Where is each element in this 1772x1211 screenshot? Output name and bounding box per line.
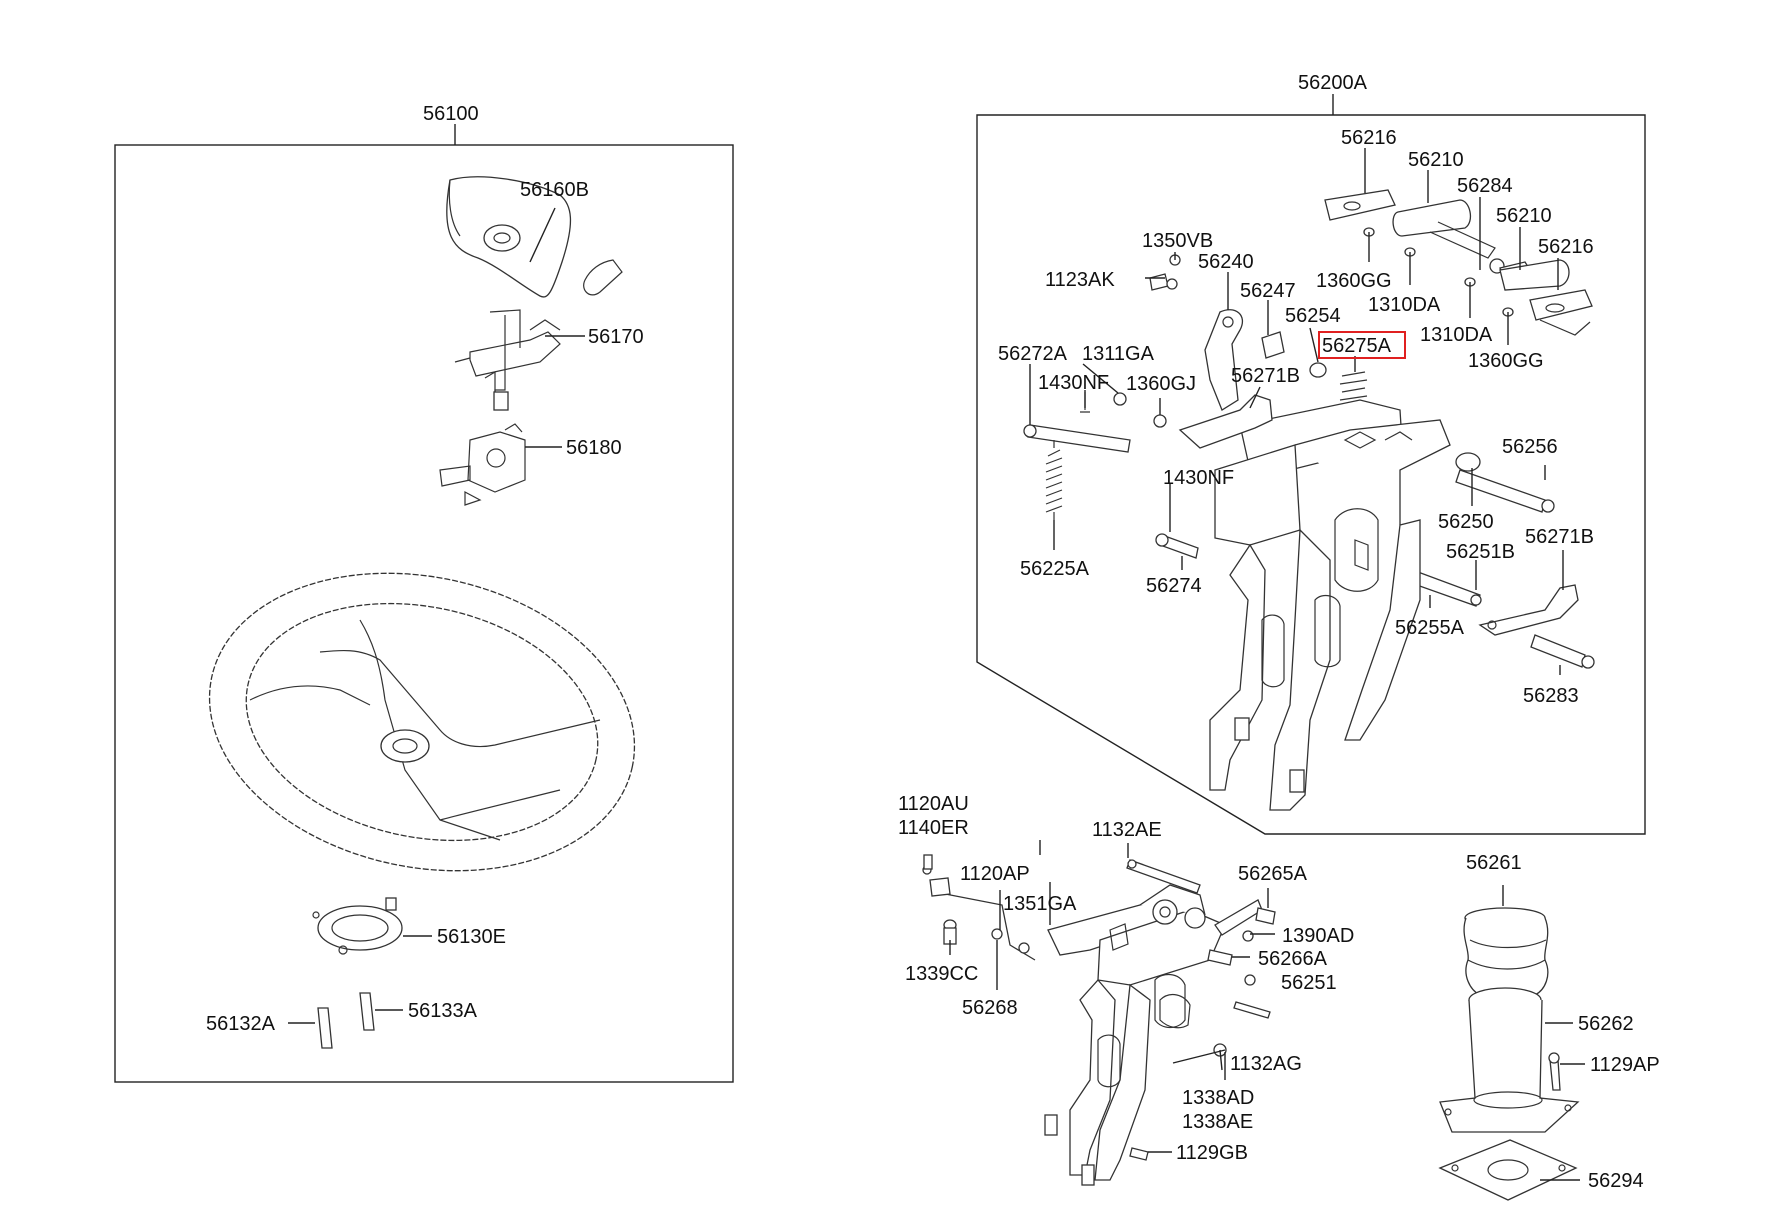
label-56247[interactable]: 56247 bbox=[1240, 280, 1296, 302]
small-fasteners-parts[interactable] bbox=[1080, 254, 1327, 428]
label-1120AP[interactable]: 1120AP bbox=[960, 863, 1030, 885]
pedal-bracket-part[interactable] bbox=[1209, 399, 1451, 811]
label-1351GA[interactable]: 1351GA bbox=[1003, 893, 1077, 915]
tilt-lever-part[interactable] bbox=[1204, 309, 1244, 411]
label-56255A[interactable]: 56255A bbox=[1395, 617, 1465, 639]
label-1120AU[interactable]: 1120AU bbox=[898, 793, 969, 815]
label-56262[interactable]: 56262 bbox=[1578, 1013, 1634, 1035]
leader-lines bbox=[949, 148, 1564, 1153]
label-56240[interactable]: 56240 bbox=[1198, 251, 1254, 273]
label-56265A[interactable]: 56265A bbox=[1238, 863, 1308, 885]
label-1390AD[interactable]: 1390AD bbox=[1282, 925, 1354, 947]
lower-fasteners-parts[interactable] bbox=[922, 854, 1276, 1161]
label-56261[interactable]: 56261 bbox=[1466, 852, 1522, 874]
return-spring-56225A-part[interactable] bbox=[1045, 440, 1063, 520]
label-1360GG-right[interactable]: 1360GG bbox=[1468, 350, 1544, 372]
clip-56132A-part[interactable] bbox=[317, 1007, 333, 1049]
label-56210-right[interactable]: 56210 bbox=[1496, 205, 1552, 227]
label-56225A[interactable]: 56225A bbox=[1020, 558, 1090, 580]
label-1129GB[interactable]: 1129GB bbox=[1176, 1142, 1248, 1164]
label-56210-top[interactable]: 56210 bbox=[1408, 149, 1464, 171]
label-56100[interactable]: 56100 bbox=[423, 103, 479, 125]
label-56274[interactable]: 56274 bbox=[1146, 575, 1202, 597]
label-1311GA[interactable]: 1311GA bbox=[1082, 343, 1155, 365]
label-56268[interactable]: 56268 bbox=[962, 997, 1018, 1019]
label-1132AG[interactable]: 1132AG bbox=[1230, 1053, 1302, 1075]
pedal-bracket-assembly-group bbox=[976, 94, 1646, 835]
label-56254[interactable]: 56254 bbox=[1285, 305, 1341, 327]
label-56256[interactable]: 56256 bbox=[1502, 436, 1558, 458]
pivot-pins-parts[interactable] bbox=[1023, 424, 1595, 669]
label-1430NF-top[interactable]: 1430NF bbox=[1038, 372, 1109, 394]
label-56284[interactable]: 56284 bbox=[1457, 175, 1513, 197]
label-56160B[interactable]: 56160B bbox=[520, 179, 589, 201]
label-1339CC[interactable]: 1339CC bbox=[905, 963, 978, 985]
clip-56133A-part[interactable] bbox=[359, 992, 375, 1031]
bracket-56271B-part[interactable] bbox=[1478, 584, 1579, 636]
label-1310DA-right[interactable]: 1310DA bbox=[1420, 324, 1493, 346]
label-1140ER[interactable]: 1140ER bbox=[898, 817, 969, 839]
bolt-1129AP-part[interactable] bbox=[1548, 1052, 1561, 1091]
horn-bracket-part[interactable] bbox=[454, 309, 561, 411]
horn-contact-plate-part[interactable] bbox=[439, 423, 526, 506]
label-1430NF-mid[interactable]: 1430NF bbox=[1163, 467, 1234, 489]
label-1123AK[interactable]: 1123AK bbox=[1045, 269, 1115, 291]
label-1132AE[interactable]: 1132AE bbox=[1092, 819, 1162, 841]
label-56180[interactable]: 56180 bbox=[566, 437, 622, 459]
label-56272A[interactable]: 56272A bbox=[998, 343, 1068, 365]
tilt-link-parts[interactable] bbox=[1324, 189, 1593, 336]
label-56294[interactable]: 56294 bbox=[1588, 1170, 1644, 1192]
pedal-bracket-assembly-frame bbox=[976, 114, 1646, 835]
clock-spring-part[interactable] bbox=[312, 897, 403, 955]
tilt-spring-56275A-part[interactable] bbox=[1339, 371, 1368, 409]
label-56216-top[interactable]: 56216 bbox=[1341, 127, 1397, 149]
label-56130E[interactable]: 56130E bbox=[437, 926, 506, 948]
label-56251B[interactable]: 56251B bbox=[1446, 541, 1515, 563]
steering-wheel-assembly-frame bbox=[114, 144, 734, 1083]
label-56132A[interactable]: 56132A bbox=[206, 1013, 276, 1035]
label-56271B-left[interactable]: 56271B bbox=[1231, 365, 1300, 387]
label-1350VB[interactable]: 1350VB bbox=[1142, 230, 1213, 252]
label-56266A[interactable]: 56266A bbox=[1258, 948, 1328, 970]
steering-wheel-assembly-group bbox=[114, 124, 734, 1083]
lower-column-assembly-group[interactable] bbox=[1044, 884, 1263, 1186]
bracket-56271B-left-part[interactable] bbox=[1178, 394, 1273, 449]
label-1129AP[interactable]: 1129AP bbox=[1590, 1054, 1660, 1076]
horn-pad-part[interactable] bbox=[446, 176, 623, 298]
steering-wheel-part[interactable] bbox=[182, 535, 663, 908]
column-boot-part[interactable] bbox=[1463, 907, 1549, 1002]
label-1338AD[interactable]: 1338AD bbox=[1182, 1087, 1254, 1109]
label-56170[interactable]: 56170 bbox=[588, 326, 644, 348]
column-cover-part[interactable] bbox=[1439, 987, 1580, 1133]
label-56275A[interactable]: 56275A bbox=[1322, 335, 1392, 357]
part-labels: 56100 56160B 56170 56180 56130E 56132A 5… bbox=[206, 72, 1660, 1192]
highlight-box-56275A bbox=[1318, 331, 1406, 359]
label-56133A[interactable]: 56133A bbox=[408, 1000, 478, 1022]
label-56250[interactable]: 56250 bbox=[1438, 511, 1494, 533]
label-1310DA-left[interactable]: 1310DA bbox=[1368, 294, 1441, 316]
label-56283[interactable]: 56283 bbox=[1523, 685, 1579, 707]
label-56200A[interactable]: 56200A bbox=[1298, 72, 1368, 94]
label-56216-right[interactable]: 56216 bbox=[1538, 236, 1594, 258]
label-56271B-right[interactable]: 56271B bbox=[1525, 526, 1594, 548]
label-56251[interactable]: 56251 bbox=[1281, 972, 1337, 994]
label-1338AE[interactable]: 1338AE bbox=[1182, 1111, 1253, 1133]
label-1360GG-left[interactable]: 1360GG bbox=[1316, 270, 1392, 292]
column-plate-part[interactable] bbox=[1438, 1139, 1578, 1201]
label-1360GJ[interactable]: 1360GJ bbox=[1126, 373, 1196, 395]
